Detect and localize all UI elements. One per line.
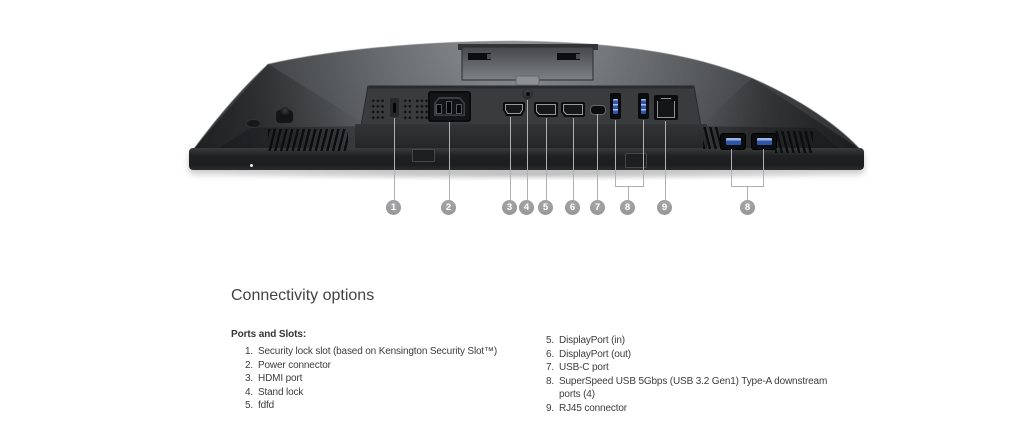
vent-dots-3 [414,97,429,121]
displayport-in [534,102,558,117]
item-number: 6. [546,348,555,360]
stand-release-tab [515,75,540,86]
ports-and-slots-label: Ports and Slots: [231,329,307,340]
callout-line-7 [597,114,598,200]
rj45-connector [654,95,678,120]
callout-2: 2 [441,200,456,215]
hdmi-port [503,102,525,116]
vesa-slot-left-tab [487,54,491,59]
item-text: DisplayPort (out) [559,348,631,360]
item-text: SuperSpeed USB 5Gbps (USB 3.2 Gen1) Type… [559,375,828,401]
list-item: 9. RJ45 connector [546,402,837,416]
list-item: 6. DisplayPort (out) [546,348,837,362]
power-pin-center [446,101,452,114]
power-led [250,164,253,167]
vent-dots-1 [370,97,385,121]
callout-line-2 [449,122,450,200]
joystick-cap [280,107,290,117]
item-number: 4. [245,386,254,398]
callout-bracket-8b-left [731,149,732,186]
callout-bracket-8b-stem [747,186,748,200]
vesa-slot-right [557,53,580,60]
rj45-notch-left [657,97,661,101]
power-pin-left [436,104,442,114]
underside-strip [355,124,707,151]
power-pin-right [456,104,462,114]
callout-5: 5 [538,200,553,215]
usb-a-downstream-1 [610,93,621,119]
ports-list-right: 5. DisplayPort (in) 6. DisplayPort (out)… [546,334,837,416]
vesa-slot-right-tab [576,54,580,59]
item-number: 7. [546,362,555,374]
item-number: 5. [245,400,254,412]
list-item: 4. Stand lock [245,386,565,400]
callout-6: 6 [565,200,580,215]
callout-line-9 [665,121,666,200]
item-text: HDMI port [258,373,303,385]
item-text: Security lock slot (based on Kensington … [258,346,498,357]
usb-c-port [590,105,606,115]
callout-bracket-8-right [643,120,644,186]
item-text: Power connector [258,359,331,371]
callout-bracket-8-left [615,120,616,186]
right-facet-shade [700,78,861,150]
item-number: 3. [245,373,254,385]
item-text: Stand lock [258,386,304,398]
vent-dots-2 [402,97,411,121]
vent-grille-left [268,129,348,151]
front-bottom-bezel [189,148,864,170]
callout-9: 9 [657,200,672,215]
list-item: 3. HDMI port [245,372,565,386]
callout-8b: 8 [740,200,755,215]
power-connector [428,91,471,122]
callout-bracket-8-bar [615,186,644,187]
rj45-notch-right [671,97,675,101]
item-text: USB-C port [559,362,609,374]
item-number: 8. [546,375,555,387]
callout-line-6 [573,118,574,200]
item-text: RJ45 connector [559,402,627,414]
kensington-lock-slot [390,98,399,117]
displayport-out [561,102,585,117]
callout-line-5 [546,118,547,200]
callout-bracket-8b-right [763,149,764,186]
power-button [246,119,261,128]
callout-line-4 [527,100,528,200]
item-text: fdfd [258,400,275,412]
vesa-slot-left [468,53,491,60]
item-number: 2. [245,359,254,371]
list-item: 8. SuperSpeed USB 5Gbps (USB 3.2 Gen1) T… [546,375,837,402]
underside-latch-1 [412,149,435,162]
section-title: Connectivity options [231,287,375,304]
list-item: 2. Power connector [245,359,565,373]
monitor-back-illustration [191,40,862,152]
usb-a-downstream-2 [638,93,649,119]
item-number: 5. [546,335,555,346]
callout-7: 7 [590,200,605,215]
vent-grille-right-small [703,127,720,149]
callout-8: 8 [620,200,635,215]
callout-line-3 [510,117,511,200]
usb-a-side-2 [751,133,777,150]
item-number: 1. [245,346,254,357]
list-item: 5. DisplayPort (in) [546,334,837,348]
callout-4: 4 [519,200,534,215]
usb-a-side-1 [720,133,746,150]
vent-grille-right-large [775,131,813,153]
item-number: 9. [546,402,555,414]
callout-line-1 [394,118,395,200]
callout-3: 3 [502,200,517,215]
callout-bracket-8-stem [628,186,629,200]
callout-1: 1 [386,200,401,215]
list-item: 5. fdfd [245,399,565,413]
list-item: 1. Security lock slot (based on Kensingt… [245,345,565,359]
vesa-recess [461,46,594,81]
item-text: DisplayPort (in) [559,335,625,346]
stand-lock-screw [522,88,533,99]
ports-list-left: 1. Security lock slot (based on Kensingt… [245,345,565,413]
list-item: 7. USB-C port [546,361,837,375]
monitor-floor-shadow [205,168,855,181]
underside-latch-2 [625,153,647,168]
